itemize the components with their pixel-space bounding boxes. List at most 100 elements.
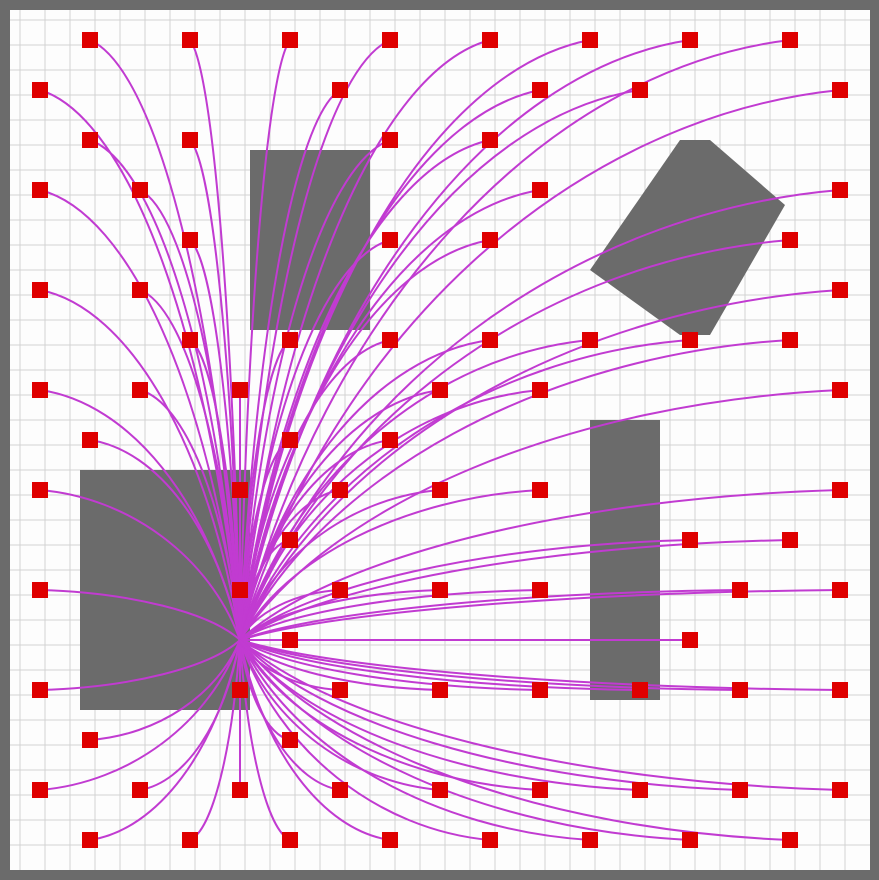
waypoints xyxy=(32,32,848,848)
path-curve xyxy=(239,89,641,641)
path-curve xyxy=(189,139,241,641)
waypoint-node xyxy=(182,32,198,48)
waypoint-node xyxy=(32,182,48,198)
waypoint-node xyxy=(682,532,698,548)
path-curve xyxy=(239,639,741,691)
waypoint-node xyxy=(832,682,848,698)
waypoint-node xyxy=(332,82,348,98)
waypoint-node xyxy=(532,182,548,198)
path-curve xyxy=(239,639,491,841)
waypoint-node xyxy=(682,632,698,648)
path-curve xyxy=(239,339,591,641)
waypoint-node xyxy=(382,32,398,48)
path-curve xyxy=(189,639,241,841)
waypoint-node xyxy=(782,232,798,248)
waypoint-node xyxy=(82,432,98,448)
waypoint-node xyxy=(532,82,548,98)
obstacles xyxy=(80,140,785,710)
waypoint-node xyxy=(432,782,448,798)
path-curve xyxy=(189,239,241,641)
path-curve xyxy=(239,239,491,641)
waypoint-node xyxy=(32,382,48,398)
waypoint-node xyxy=(232,482,248,498)
path-curve xyxy=(239,339,691,641)
waypoint-node xyxy=(832,82,848,98)
waypoint-node xyxy=(32,782,48,798)
waypoint-node xyxy=(482,832,498,848)
waypoint-node xyxy=(482,332,498,348)
path-curve xyxy=(239,39,291,641)
waypoint-node xyxy=(282,32,298,48)
path-curve xyxy=(39,289,241,641)
waypoint-node xyxy=(532,782,548,798)
path-curve xyxy=(89,439,241,641)
waypoint-node xyxy=(282,432,298,448)
path-curve xyxy=(239,339,291,641)
waypoint-node xyxy=(382,132,398,148)
waypoint-node xyxy=(782,532,798,548)
path-curve xyxy=(239,639,841,691)
waypoint-node xyxy=(632,782,648,798)
path-curve xyxy=(89,639,241,841)
waypoint-node xyxy=(282,332,298,348)
path-curve xyxy=(239,339,391,641)
path-curve xyxy=(239,589,841,641)
path-curve xyxy=(239,639,591,841)
waypoint-node xyxy=(582,32,598,48)
path-curve xyxy=(239,639,441,691)
waypoint-node xyxy=(832,482,848,498)
path-curve xyxy=(39,489,241,641)
waypoint-node xyxy=(632,682,648,698)
waypoint-node xyxy=(182,232,198,248)
path-curve xyxy=(239,339,791,641)
waypoint-node xyxy=(82,832,98,848)
path-curve xyxy=(239,639,841,791)
waypoint-node xyxy=(832,782,848,798)
waypoint-node xyxy=(682,832,698,848)
path-curve xyxy=(239,639,741,791)
path-curve xyxy=(239,539,691,641)
waypoint-node xyxy=(782,332,798,348)
waypoint-node xyxy=(732,682,748,698)
waypoint-node xyxy=(82,132,98,148)
waypoint-node xyxy=(332,482,348,498)
waypoint-node xyxy=(382,432,398,448)
waypoint-node xyxy=(532,382,548,398)
waypoint-node xyxy=(382,232,398,248)
waypoint-node xyxy=(532,482,548,498)
waypoint-node xyxy=(132,182,148,198)
path-curve xyxy=(239,489,541,641)
waypoint-node xyxy=(232,582,248,598)
waypoint-node xyxy=(782,32,798,48)
path-curve xyxy=(239,439,291,641)
waypoint-node xyxy=(382,832,398,848)
waypoint-node xyxy=(182,332,198,348)
waypoint-node xyxy=(32,82,48,98)
waypoint-node xyxy=(282,532,298,548)
waypoint-node xyxy=(182,132,198,148)
waypoint-node xyxy=(482,132,498,148)
path-curve xyxy=(139,189,241,641)
waypoint-node xyxy=(332,682,348,698)
waypoint-node xyxy=(332,782,348,798)
path-curve xyxy=(239,39,391,641)
path-curve xyxy=(39,639,241,791)
waypoint-node xyxy=(732,782,748,798)
path-curve xyxy=(239,389,541,641)
path-curve xyxy=(239,639,441,791)
waypoint-node xyxy=(432,682,448,698)
waypoint-node xyxy=(482,32,498,48)
waypoint-node xyxy=(282,832,298,848)
obstacle-block xyxy=(590,420,660,700)
waypoint-node xyxy=(132,382,148,398)
path-curve xyxy=(239,489,841,641)
waypoint-node xyxy=(182,832,198,848)
path-curve xyxy=(39,589,241,641)
waypoint-node xyxy=(232,682,248,698)
waypoint-node xyxy=(832,282,848,298)
path-curve xyxy=(239,639,291,841)
waypoint-node xyxy=(832,182,848,198)
waypoint-node xyxy=(682,32,698,48)
